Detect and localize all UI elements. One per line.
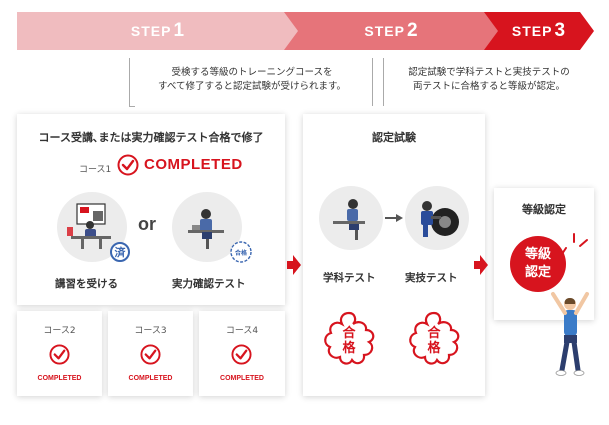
option-lecture-label: 講習を受ける [55,278,118,290]
step-1-banner: STEP 1 [17,12,299,50]
badge-line: 等級 [524,247,551,262]
written-test-icon [333,199,365,240]
course1-label: コース1 [79,165,112,175]
step-number: 1 [173,20,186,41]
stamp-text: 合 [427,325,441,341]
badge-line: 認定 [524,265,551,280]
note-line-2: 両テストに合格すると等級が認定。 [412,81,565,92]
course-label: コース3 [134,326,167,336]
pass-flower-icon: 合格 [230,241,252,263]
arrow-right-icon [385,214,403,222]
practical-test-label: 実技テスト [405,272,458,284]
written-test-label: 学科テスト [323,272,376,284]
step-number: 3 [554,20,567,41]
check-circle-icon [117,154,139,176]
pass-stamp-icon: 合 格 [324,311,375,365]
arrow-right-icon [474,255,488,275]
note-line-1: 受検する等級のトレーニングコースを [171,67,333,78]
course-panel-title: コース受講､または実力確認テスト合格で修了 [38,131,264,144]
completed-label: COMPLETED [220,375,264,382]
step-number: 2 [407,20,419,41]
completed-label: COMPLETED [128,375,173,382]
step-label: STEP [511,23,553,39]
lecture-icon [67,203,111,249]
arrow-right-icon [287,255,301,275]
stamp-text: 合 [342,325,356,341]
sparkle-icon [561,233,588,255]
cheering-person-icon [551,292,589,376]
completed-label: COMPLETED [37,375,82,382]
step-2-banner: STEP 2 [284,12,499,50]
stamp-text: 格 [342,340,356,356]
note-line-1: 認定試験で学科テストと実技テストの [408,67,570,78]
step1-note: 受検する等級のトレーニングコースを すべて修了すると認定試験が受けられます。 [133,66,371,94]
exam-icon [188,209,224,249]
completed-label: COMPLETED [144,156,243,173]
check-circle-icon [231,344,252,365]
or-label: or [138,214,156,234]
course-card: コース3 COMPLETED [108,311,193,396]
option-test-label: 実力確認テスト [172,278,246,290]
stamp-text: 格 [427,340,441,356]
note-line [383,58,384,106]
step-label: STEP [364,23,405,39]
check-circle-icon [49,344,70,365]
done-badge: 済 [110,242,130,262]
note-line [372,58,373,106]
pass-badge-text: 合格 [235,249,248,257]
exam-panel-title: 認定試験 [372,131,416,144]
note-line [129,106,135,107]
grade-certification-panel: 等級認定 等級 認定 [494,188,594,320]
course-card: コース4 COMPLETED [199,311,285,396]
note-line [129,58,130,106]
course-label: コース4 [225,326,259,336]
check-circle-icon [140,344,161,365]
grade-panel-title: 等級認定 [522,203,566,216]
grade-certified-badge: 等級 認定 [510,236,566,292]
note-line-2: すべて修了すると認定試験が受けられます。 [157,81,346,92]
course-panel: コース受講､または実力確認テスト合格で修了 コース1 COMPLETED 済 o… [17,114,285,305]
course-label: コース2 [43,326,76,336]
pass-stamp-icon: 合 格 [409,311,460,365]
course-card: コース2 COMPLETED [17,311,102,396]
step2-note: 認定試験で学科テストと実技テストの 両テストに合格すると等級が認定。 [386,66,592,94]
step-label: STEP [130,23,172,39]
certification-exam-panel: 認定試験 学科テスト 実技テスト 合 格 合 格 [303,114,485,396]
practical-test-icon [421,201,459,237]
step-3-banner: STEP 3 [484,12,594,50]
